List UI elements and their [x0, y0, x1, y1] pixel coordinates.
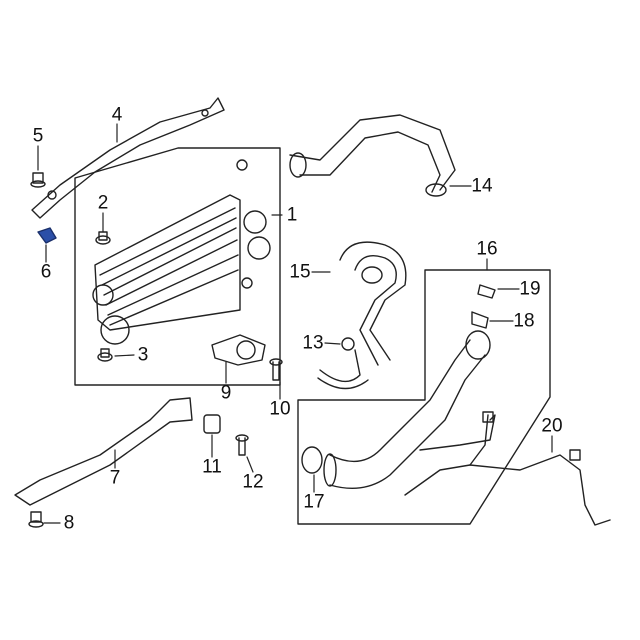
bolt-12-part	[235, 434, 249, 456]
leader-lines	[37, 123, 553, 524]
callout-12: 12	[242, 471, 264, 493]
callout-10: 10	[269, 398, 291, 420]
callout-7: 7	[109, 467, 121, 489]
callout-1: 1	[286, 204, 298, 226]
callout-5: 5	[32, 125, 44, 147]
harness-20-part	[404, 411, 611, 526]
intercooler-part	[92, 159, 271, 345]
callout-15: 15	[289, 261, 311, 283]
o-ring-17-part	[301, 446, 323, 474]
callout-3: 3	[137, 344, 149, 366]
intercooler-group-box	[74, 147, 281, 386]
callout-11: 11	[202, 456, 222, 478]
hose-15-part	[339, 241, 407, 366]
callout-4: 4	[111, 104, 123, 126]
hose-14-part	[289, 114, 456, 197]
callout-20: 20	[541, 415, 563, 437]
callout-6: 6	[40, 261, 52, 283]
nut-2-part	[95, 231, 111, 245]
lower-bracket-part	[14, 397, 193, 506]
callout-14: 14	[471, 175, 493, 197]
callout-18: 18	[513, 310, 535, 332]
clamp-18-part	[471, 311, 489, 329]
upper-bracket-part	[31, 97, 225, 219]
valve-9-part	[211, 334, 266, 366]
bolt-10-part	[269, 358, 283, 381]
bolt-5-part	[30, 172, 46, 188]
callout-19: 19	[519, 278, 541, 300]
bolt-8-part	[28, 511, 44, 528]
callout-13: 13	[302, 332, 324, 354]
sensor-11-part	[203, 414, 221, 434]
pipe-13-part	[317, 337, 369, 390]
callout-8: 8	[63, 512, 75, 534]
nut-3-part	[97, 348, 113, 362]
callout-16: 16	[476, 238, 498, 260]
clip-6-part	[37, 227, 57, 244]
bolt-19-part	[477, 284, 496, 299]
callout-17: 17	[303, 491, 325, 513]
charge-tube-16-part	[323, 330, 491, 490]
callout-2: 2	[97, 192, 109, 214]
callout-9: 9	[220, 382, 232, 404]
